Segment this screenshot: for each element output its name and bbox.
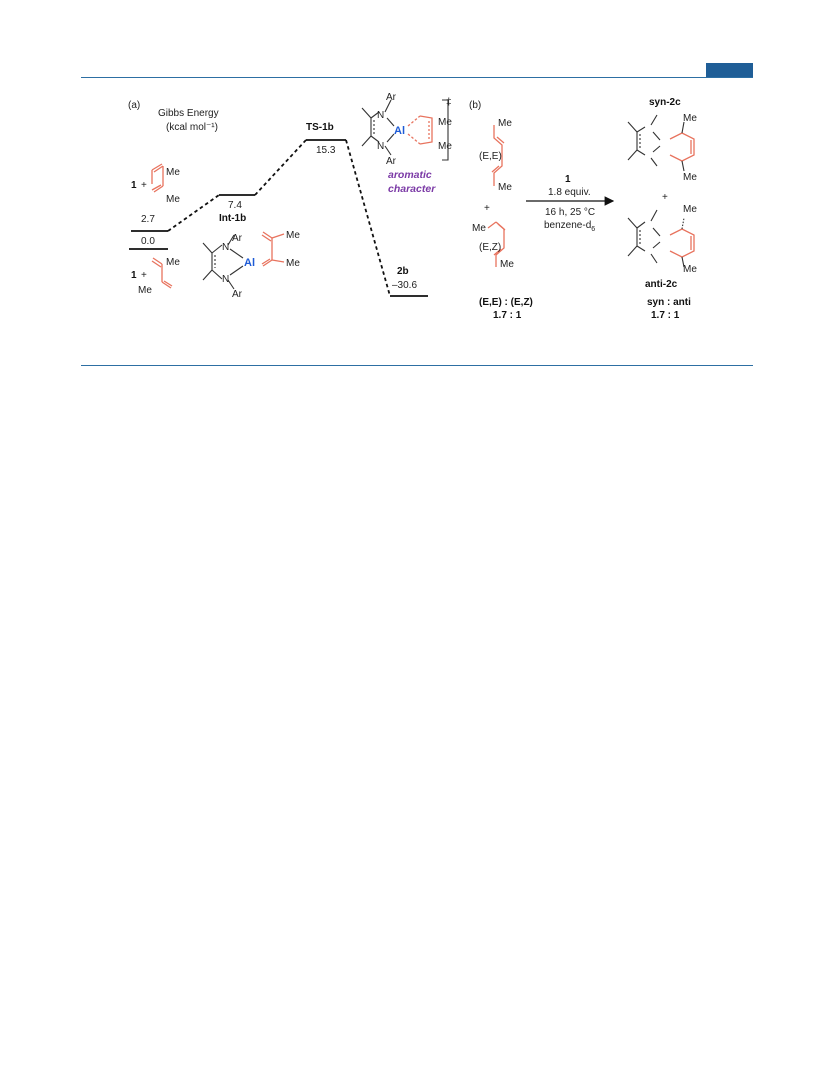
character-label: character (388, 183, 436, 195)
substrate-ratio-title: (E,E) : (E,Z) (479, 297, 533, 308)
anti-me-bottom: Me (683, 264, 697, 275)
ee-me-top: Me (498, 118, 512, 129)
anti-2c-structure (627, 209, 695, 268)
int-1b-complex (202, 234, 244, 290)
header-rule (81, 77, 753, 78)
anti-2c-label: anti-2c (645, 279, 678, 290)
me-isoprene-top-2: Me (166, 194, 180, 205)
conditions-label: 16 h, 25 °C (545, 207, 595, 218)
aromatic-label: aromatic (388, 169, 432, 181)
me-int-1: Me (286, 230, 300, 241)
ts-1b-complex (361, 99, 395, 156)
syn-2c-structure (627, 114, 695, 172)
level-ts-1b-value: 15.3 (316, 145, 336, 156)
level-2b-name: 2b (397, 266, 409, 277)
connector-int-ts (254, 139, 307, 196)
solvent-label: benzene-d6 (544, 220, 595, 233)
anti-me-top: Me (683, 204, 697, 215)
syn-me-top: Me (683, 113, 697, 124)
product-ratio-title: syn : anti (647, 297, 691, 308)
ts-ar-top: Ar (386, 92, 397, 103)
ee-label: (E,E) (479, 151, 502, 162)
ts-n-top: N (377, 110, 384, 121)
ez-diene (487, 221, 506, 267)
me-int-bonds (271, 233, 285, 263)
level-int-1b-name: Int-1b (219, 213, 246, 224)
level-0-0-value: 0.0 (141, 236, 155, 247)
equiv-label: 1.8 equiv. (548, 187, 591, 198)
ee-diene (491, 125, 505, 186)
connector-ts-2b (345, 139, 391, 297)
isoprene-bottom (151, 257, 173, 289)
panel-a-label: (a) (128, 100, 140, 111)
level-2b-value: –30.6 (392, 280, 417, 291)
int-n-top: N (222, 242, 229, 253)
footer-rule (81, 365, 753, 366)
panel-a: (a) Gibbs Energy (kcal mol⁻¹) 2.7 0.0 7.… (128, 92, 452, 300)
ts-ring (407, 115, 433, 145)
int-al: Al (244, 257, 255, 269)
isoprene-top (151, 163, 164, 193)
scheme-figure: (a) Gibbs Energy (kcal mol⁻¹) 2.7 0.0 7.… (128, 92, 697, 321)
header-tab (706, 63, 753, 77)
isoprene-int (261, 231, 273, 267)
reagent-label: 1 (565, 174, 571, 185)
ee-me-bottom: Me (498, 182, 512, 193)
ts-me-2: Me (438, 141, 452, 152)
connector-0-int (167, 194, 220, 232)
ts-bracket (442, 99, 449, 161)
reactant-1-top: 1 (131, 180, 137, 191)
int-ar-bottom: Ar (232, 289, 243, 300)
level-2-7-value: 2.7 (141, 214, 155, 225)
me-isoprene-bottom-1: Me (166, 257, 180, 268)
y-axis-title: Gibbs Energy (158, 108, 219, 119)
ts-al: Al (394, 125, 405, 137)
level-int-1b-value: 7.4 (228, 200, 242, 211)
reactant-1-bottom: 1 (131, 270, 137, 281)
ts-n-bottom: N (377, 141, 384, 152)
y-axis-unit: (kcal mol⁻¹) (166, 122, 218, 133)
ez-me-top: Me (472, 223, 486, 234)
ts-dagger: ‡ (446, 97, 452, 108)
panel-b-label: (b) (469, 100, 481, 111)
int-ar-top: Ar (232, 233, 243, 244)
me-isoprene-top-1: Me (166, 167, 180, 178)
plus-top: + (141, 180, 147, 191)
syn-me-bottom: Me (683, 172, 697, 183)
me-isoprene-bottom-2: Me (138, 285, 152, 296)
ts-ar-bottom: Ar (386, 156, 397, 167)
ts-me-1: Me (438, 117, 452, 128)
int-n-bottom: N (222, 274, 229, 285)
plus-b: + (484, 203, 490, 214)
ez-label: (E,Z) (479, 242, 501, 253)
ez-me-bottom: Me (500, 259, 514, 270)
syn-2c-label: syn-2c (649, 97, 681, 108)
panel-b: (b) Me (E,E) Me + Me (E,Z) Me (E,E) : (E… (469, 97, 697, 321)
substrate-ratio-value: 1.7 : 1 (493, 310, 522, 321)
product-ratio-value: 1.7 : 1 (651, 310, 680, 321)
plus-bottom: + (141, 270, 147, 281)
me-int-2: Me (286, 258, 300, 269)
level-ts-1b-name: TS-1b (306, 122, 334, 133)
plus-products: + (662, 192, 668, 203)
